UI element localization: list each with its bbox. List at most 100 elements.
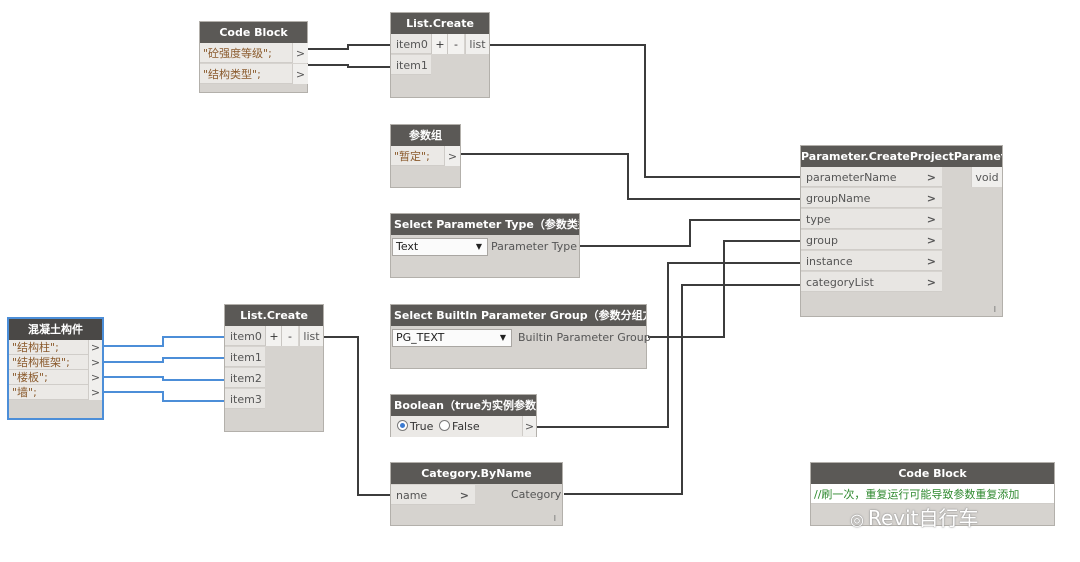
chevron-right-icon: > <box>459 489 469 502</box>
boolean-node[interactable]: Boolean（true为实例参数） True False > <box>390 394 537 437</box>
create-project-parameter-node[interactable]: Parameter.CreateProjectParameter paramet… <box>800 145 1003 317</box>
wire-list2-name <box>323 336 391 496</box>
radio-false[interactable]: False <box>439 416 480 437</box>
output-port[interactable]: > <box>444 146 460 166</box>
input-port-item0[interactable]: item0 <box>391 34 431 54</box>
port-label: instance <box>806 255 853 268</box>
parameter-type-dropdown[interactable]: Text ▼ <box>392 238 488 256</box>
node-title: Boolean（true为实例参数） <box>391 395 536 416</box>
watermark: ◎Revit自行车 <box>850 502 979 531</box>
wire-group-groupname <box>460 153 800 200</box>
list-create-node[interactable]: List.Create item0 + - list item1 item2 i… <box>224 304 324 432</box>
port-label: type <box>806 213 831 226</box>
wire-cb1-item1 <box>307 64 391 68</box>
chevron-right-icon: > <box>926 276 936 289</box>
node-footer-marker: l <box>553 514 556 523</box>
comment-line[interactable]: //刷一次，重复运行可能导致参数重复添加 <box>811 484 1054 504</box>
output-port[interactable]: > <box>88 355 102 370</box>
input-port-item2[interactable]: item2 <box>225 368 265 388</box>
select-builtin-parameter-group-node[interactable]: Select BuiltIn Parameter Group（参数分组方式） P… <box>390 304 651 369</box>
wire-cm-item2 <box>102 376 225 381</box>
code-line[interactable]: "结构类型"; <box>200 64 292 84</box>
input-port-item1[interactable]: item1 <box>391 55 431 75</box>
builtin-group-dropdown[interactable]: PG_TEXT ▼ <box>392 329 512 347</box>
code-line[interactable]: "结构柱"; <box>9 340 88 355</box>
param-group-code-block[interactable]: 参数组 "暂定"; > <box>390 124 461 188</box>
wechat-icon: ◎ <box>850 510 864 529</box>
node-title: Code Block <box>200 22 307 43</box>
output-port[interactable]: > <box>88 340 102 355</box>
list-create-node[interactable]: List.Create item0 + - list item1 <box>390 12 490 98</box>
output-port-category[interactable]: Category <box>511 488 562 501</box>
output-port-list[interactable]: list <box>299 326 323 346</box>
chevron-right-icon: > <box>926 234 936 247</box>
input-port-group[interactable]: group> <box>801 230 942 250</box>
input-port-type[interactable]: type > <box>801 209 942 229</box>
chevron-down-icon: ▼ <box>499 333 506 342</box>
input-port-instance[interactable]: instance > <box>801 251 942 271</box>
node-title: Category.ByName <box>391 463 562 484</box>
radio-selected-icon <box>397 420 408 431</box>
port-label: categoryList <box>806 276 874 289</box>
output-port-builtin-group[interactable]: Builtin Parameter Group <box>518 331 651 344</box>
wire-type-type <box>579 219 800 247</box>
chevron-down-icon: ▼ <box>475 242 482 251</box>
wire-builtin-group <box>648 240 800 338</box>
input-port-parametername[interactable]: parameterName > <box>801 167 942 187</box>
port-label: parameterName <box>806 171 897 184</box>
remove-input-button[interactable]: - <box>281 326 298 346</box>
radio-label: True <box>410 420 434 433</box>
wire-cm-item1 <box>102 357 225 363</box>
chevron-right-icon: > <box>926 255 936 268</box>
code-line[interactable]: "砼强度等级"; <box>200 43 292 63</box>
wire-cm-item0 <box>102 336 225 347</box>
input-port-groupname[interactable]: groupName> <box>801 188 942 208</box>
node-title: 参数组 <box>391 125 460 146</box>
output-port[interactable]: > <box>522 416 536 436</box>
node-footer-marker: l <box>993 305 996 314</box>
chevron-right-icon: > <box>926 213 936 226</box>
radio-true[interactable]: True <box>397 416 433 437</box>
input-port-item1[interactable]: item1 <box>225 347 265 367</box>
concrete-members-code-block[interactable]: 混凝土构件 "结构柱"; > "结构框架"; > "楼板"; > "墙"; > <box>7 317 104 420</box>
watermark-text: Revit自行车 <box>867 506 979 530</box>
code-line[interactable]: "结构框架"; <box>9 355 88 370</box>
code-line[interactable]: "暂定"; <box>391 146 444 166</box>
output-port-parameter-type[interactable]: Parameter Type <box>491 240 577 253</box>
remove-input-button[interactable]: - <box>447 34 464 54</box>
output-port[interactable]: > <box>292 64 308 84</box>
output-port[interactable]: > <box>88 385 102 400</box>
wire-cb1-item0 <box>307 44 391 50</box>
input-port-name[interactable]: name > <box>391 485 475 505</box>
node-title: List.Create <box>225 305 323 326</box>
node-title: Code Block <box>811 463 1054 484</box>
node-title: Parameter.CreateProjectParameter <box>801 146 1002 167</box>
output-port-void[interactable]: void <box>971 167 1002 187</box>
select-parameter-type-node[interactable]: Select Parameter Type（参数类型） Text ▼ Param… <box>390 213 580 278</box>
wire-cm-item3 <box>102 391 225 402</box>
wire-list1-paramname <box>489 44 800 178</box>
radio-label: False <box>452 420 480 433</box>
port-label: groupName <box>806 192 871 205</box>
output-port[interactable]: > <box>88 370 102 385</box>
node-title: 混凝土构件 <box>9 319 102 340</box>
add-input-button[interactable]: + <box>431 34 448 54</box>
input-port-item0[interactable]: item0 <box>225 326 265 346</box>
dropdown-value: Text <box>396 240 419 253</box>
node-title: List.Create <box>391 13 489 34</box>
port-label: name <box>396 489 428 502</box>
dropdown-value: PG_TEXT <box>396 331 445 344</box>
code-line[interactable]: "楼板"; <box>9 370 88 385</box>
code-block-node[interactable]: Code Block "砼强度等级"; > "结构类型"; > <box>199 21 308 93</box>
code-line[interactable]: "墙"; <box>9 385 88 400</box>
output-port[interactable]: > <box>292 43 308 63</box>
node-title: Select Parameter Type（参数类型） <box>391 214 579 235</box>
comment-code-block[interactable]: Code Block //刷一次，重复运行可能导致参数重复添加 <box>810 462 1055 526</box>
input-port-categorylist[interactable]: categoryList > <box>801 272 942 292</box>
chevron-right-icon: > <box>926 171 936 184</box>
category-by-name-node[interactable]: Category.ByName name > Category l <box>390 462 563 526</box>
node-title: Select BuiltIn Parameter Group（参数分组方式） <box>391 305 646 326</box>
input-port-item3[interactable]: item3 <box>225 389 265 409</box>
output-port-list[interactable]: list <box>465 34 489 54</box>
add-input-button[interactable]: + <box>265 326 282 346</box>
